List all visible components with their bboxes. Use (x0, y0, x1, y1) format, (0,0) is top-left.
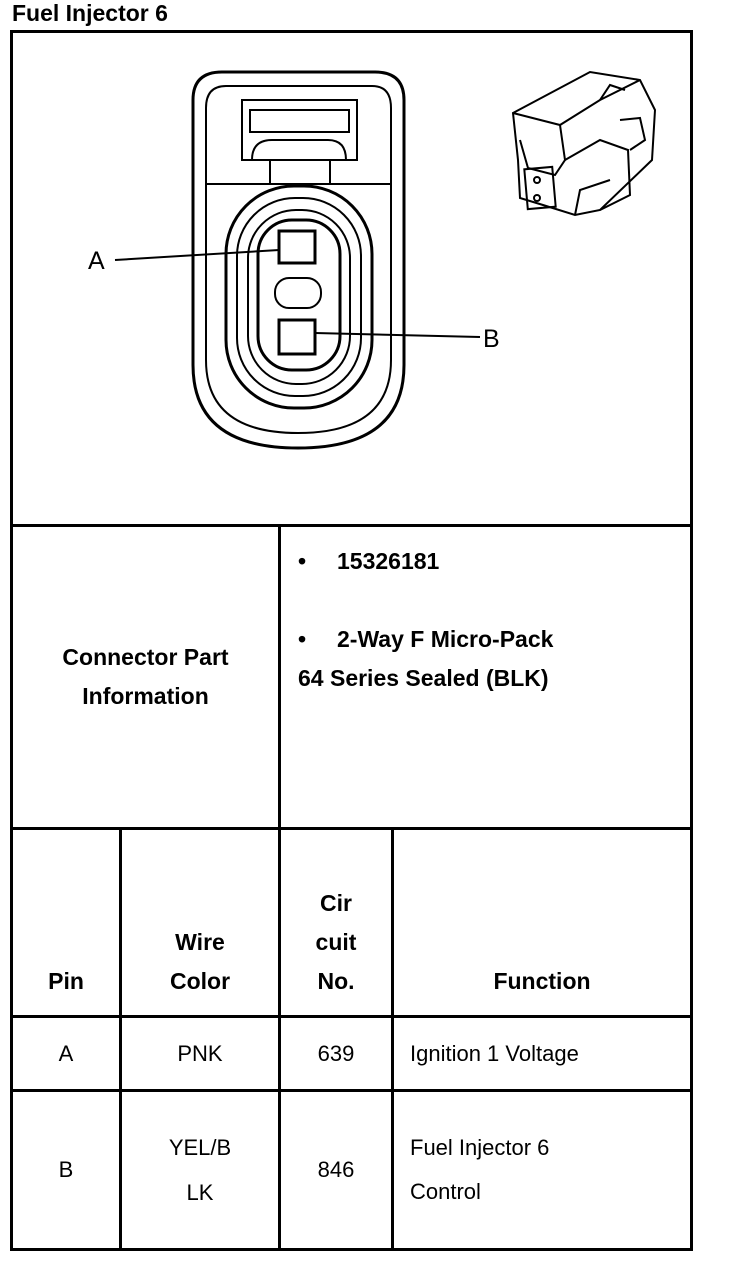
page-title: Fuel Injector 6 (12, 0, 168, 26)
header-circuit-line1: Cir (320, 890, 352, 916)
header-wire-color-line2: Color (169, 968, 231, 994)
row-a-function: Ignition 1 Voltage (410, 1040, 579, 1066)
part-description-line1: 2-Way F Micro-Pack (337, 626, 554, 652)
connector-info-label-line2: Information (82, 683, 209, 709)
divider (10, 1015, 693, 1018)
connector-face-view (114, 70, 481, 450)
row-a-wire-color: PNK (177, 1040, 223, 1066)
pin-b-label: B (483, 325, 500, 353)
row-b-wire-color-line1: YEL/B (168, 1135, 232, 1160)
row-b-function-line1: Fuel Injector 6 (410, 1135, 550, 1160)
connector-table (10, 30, 693, 1251)
row-b-wire-color-line2: LK (186, 1180, 214, 1205)
divider (119, 827, 122, 1251)
header-function: Function (493, 968, 591, 994)
part-desc-bullet: • (298, 626, 307, 652)
row-b-function: Fuel Injector 6 Control (410, 1126, 690, 1214)
header-wire-color: Wire Color (122, 923, 278, 1001)
row-a-pin: A (58, 1040, 74, 1066)
row-a-circuit: 639 (317, 1040, 355, 1066)
connector-info-label-line1: Connector Part (62, 644, 229, 670)
connector-3d-icon (511, 70, 657, 217)
connector-info-label: Connector Part Information (13, 527, 278, 827)
header-wire-color-line1: Wire (175, 929, 225, 955)
part-number-bullet: • (298, 548, 307, 574)
part-description-line2: 64 Series Sealed (BLK) (298, 665, 549, 691)
header-circuit-line3: No. (317, 968, 355, 994)
header-circuit-no: Cir cuit No. (281, 884, 391, 1001)
divider (10, 524, 693, 527)
row-b-pin: B (58, 1157, 74, 1182)
connector-diagram (114, 70, 657, 450)
divider (391, 827, 394, 1251)
row-b-function-line2: Control (410, 1179, 481, 1204)
row-b-circuit: 846 (317, 1157, 355, 1182)
divider (10, 827, 693, 830)
divider (10, 1089, 693, 1092)
divider (278, 524, 281, 1251)
part-number: 15326181 (337, 548, 440, 574)
header-circuit-line2: cuit (315, 929, 357, 955)
row-b-wire-color: YEL/B LK (122, 1092, 278, 1248)
header-pin: Pin (48, 968, 84, 994)
pin-a-label: A (88, 247, 105, 275)
